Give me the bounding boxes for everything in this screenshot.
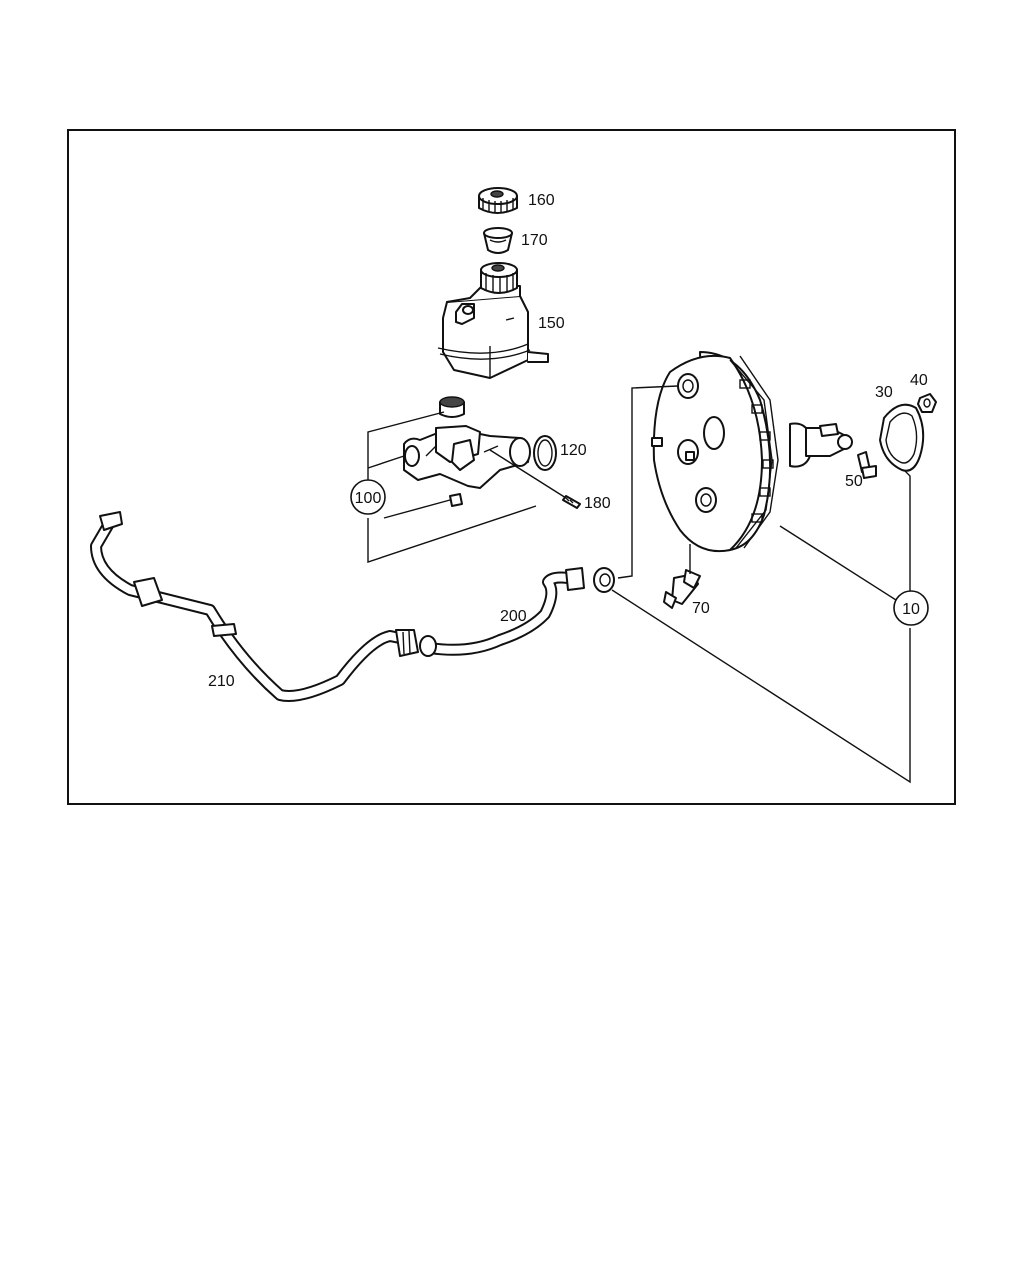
leader-lines	[367, 385, 911, 784]
label-100[interactable]: 100	[355, 490, 382, 507]
bolt-180[interactable]	[562, 495, 581, 509]
label-200[interactable]: 200	[500, 608, 527, 625]
label-150[interactable]: 150	[538, 315, 565, 332]
fluid-reservoir-150[interactable]	[437, 262, 549, 379]
bolt-50[interactable]	[857, 451, 877, 479]
diagram-frame	[67, 129, 956, 805]
master-cylinder-100[interactable]	[403, 396, 531, 507]
vacuum-hose-200[interactable]	[419, 567, 585, 657]
label-40[interactable]: 40	[910, 372, 928, 389]
label-170[interactable]: 170	[521, 232, 548, 249]
label-160[interactable]: 160	[528, 192, 555, 209]
brake-booster-10[interactable]	[651, 351, 853, 552]
callout-circle-10	[893, 590, 929, 626]
label-10[interactable]: 10	[902, 601, 920, 618]
gasket-30[interactable]	[879, 403, 925, 472]
label-30[interactable]: 30	[875, 384, 893, 401]
label-120[interactable]: 120	[560, 442, 587, 459]
label-180[interactable]: 180	[584, 495, 611, 512]
label-70[interactable]: 70	[692, 600, 710, 617]
label-50[interactable]: 50	[845, 473, 863, 490]
label-210[interactable]: 210	[208, 673, 235, 690]
vacuum-line-210[interactable]	[90, 511, 419, 702]
strainer-170[interactable]	[483, 227, 513, 254]
o-ring-120-inner	[537, 439, 553, 467]
callout-circle-100	[350, 479, 386, 515]
nut-40[interactable]	[917, 393, 937, 413]
reservoir-cap-160[interactable]	[478, 187, 518, 214]
sensor-70[interactable]	[663, 569, 701, 609]
grommet[interactable]	[593, 567, 615, 593]
